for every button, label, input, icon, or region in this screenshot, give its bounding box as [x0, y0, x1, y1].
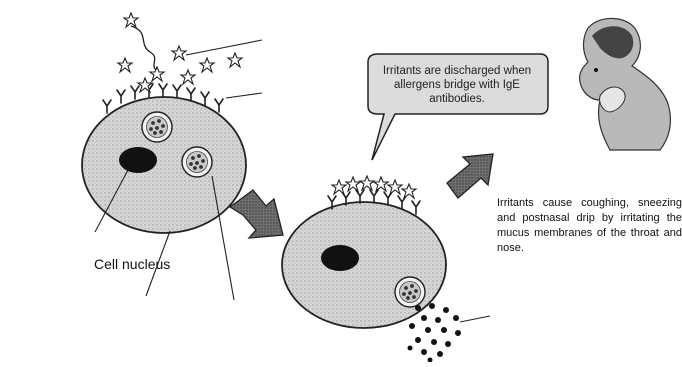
allergen-star-icon	[388, 180, 402, 194]
ige-antibody-icon	[370, 190, 378, 203]
mast-cell-left	[82, 97, 246, 233]
allergen-star-icon	[360, 176, 374, 190]
effect-description: Irritants cause coughing, sneezing and p…	[497, 196, 682, 256]
granule-icon	[142, 112, 172, 142]
allergen-star-icon	[181, 70, 195, 84]
allergen-star-icon	[374, 177, 388, 191]
allergen-star-icon	[332, 180, 346, 194]
callout-text: Irritants are discharged when allergens …	[367, 64, 547, 106]
ige-antibody-icon	[215, 99, 223, 112]
person-coughing-icon	[580, 18, 671, 150]
cell-nucleus	[321, 245, 359, 271]
arrow-icon	[230, 190, 283, 238]
ige-antibody-icon	[201, 92, 209, 105]
allergen-star-icon	[346, 177, 360, 191]
cell-nucleus-label: Cell nucleus	[94, 256, 170, 272]
allergen-star-icon	[402, 184, 416, 198]
granule-icon	[182, 147, 212, 177]
allergen-star-icon	[150, 67, 164, 81]
ige-antibody-icon	[412, 201, 420, 214]
mast-cell-right	[282, 202, 446, 328]
pointer-line-irritants	[460, 316, 490, 322]
ige-antibody-icon	[131, 86, 139, 99]
allergen-star-icon	[200, 58, 214, 72]
ige-antibody-icon	[356, 190, 364, 203]
ige-antibody-icon	[173, 85, 181, 98]
allergen-star-icon	[124, 13, 138, 27]
cell-nucleus	[119, 147, 157, 173]
ige-antibody-icon	[117, 90, 125, 103]
granule-icon	[395, 277, 425, 307]
ige-antibody-icon	[103, 100, 111, 113]
allergen-star-icon	[118, 58, 132, 72]
arrow-icon	[447, 154, 493, 198]
allergens-left	[118, 13, 242, 92]
allergen-star-icon	[228, 53, 242, 67]
allergen-star-icon	[172, 46, 186, 60]
ige-antibody-icon	[159, 84, 167, 97]
